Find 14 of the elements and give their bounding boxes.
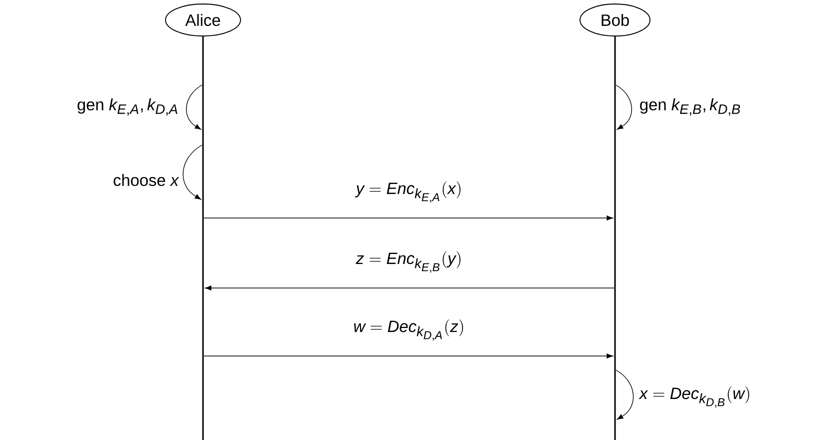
arrow — [182, 144, 202, 200]
edge-label: $\text{gen } k_{E,B}, k_{D,B}$ — [638, 97, 742, 117]
edge-label: $y = Enc_{k_{E,A}}(x)$ — [354, 180, 464, 204]
arrow — [616, 84, 632, 130]
arrow — [186, 84, 202, 130]
edge-label: $w = Dec_{k_{D,A}}(z)$ — [352, 318, 466, 342]
arrow — [205, 286, 614, 290]
arrow — [204, 354, 613, 358]
arrow — [616, 370, 634, 420]
arrow — [204, 216, 613, 220]
edge-label: $z = Enc_{k_{E,B}}(y)$ — [354, 250, 464, 274]
edge-label: $x = Dec_{k_{D,B}}(w)$ — [638, 385, 752, 409]
edge-label: $\text{gen } k_{E,A}, k_{D,A}$ — [76, 97, 180, 117]
edge-label: $\text{choose } x$ — [112, 172, 180, 188]
